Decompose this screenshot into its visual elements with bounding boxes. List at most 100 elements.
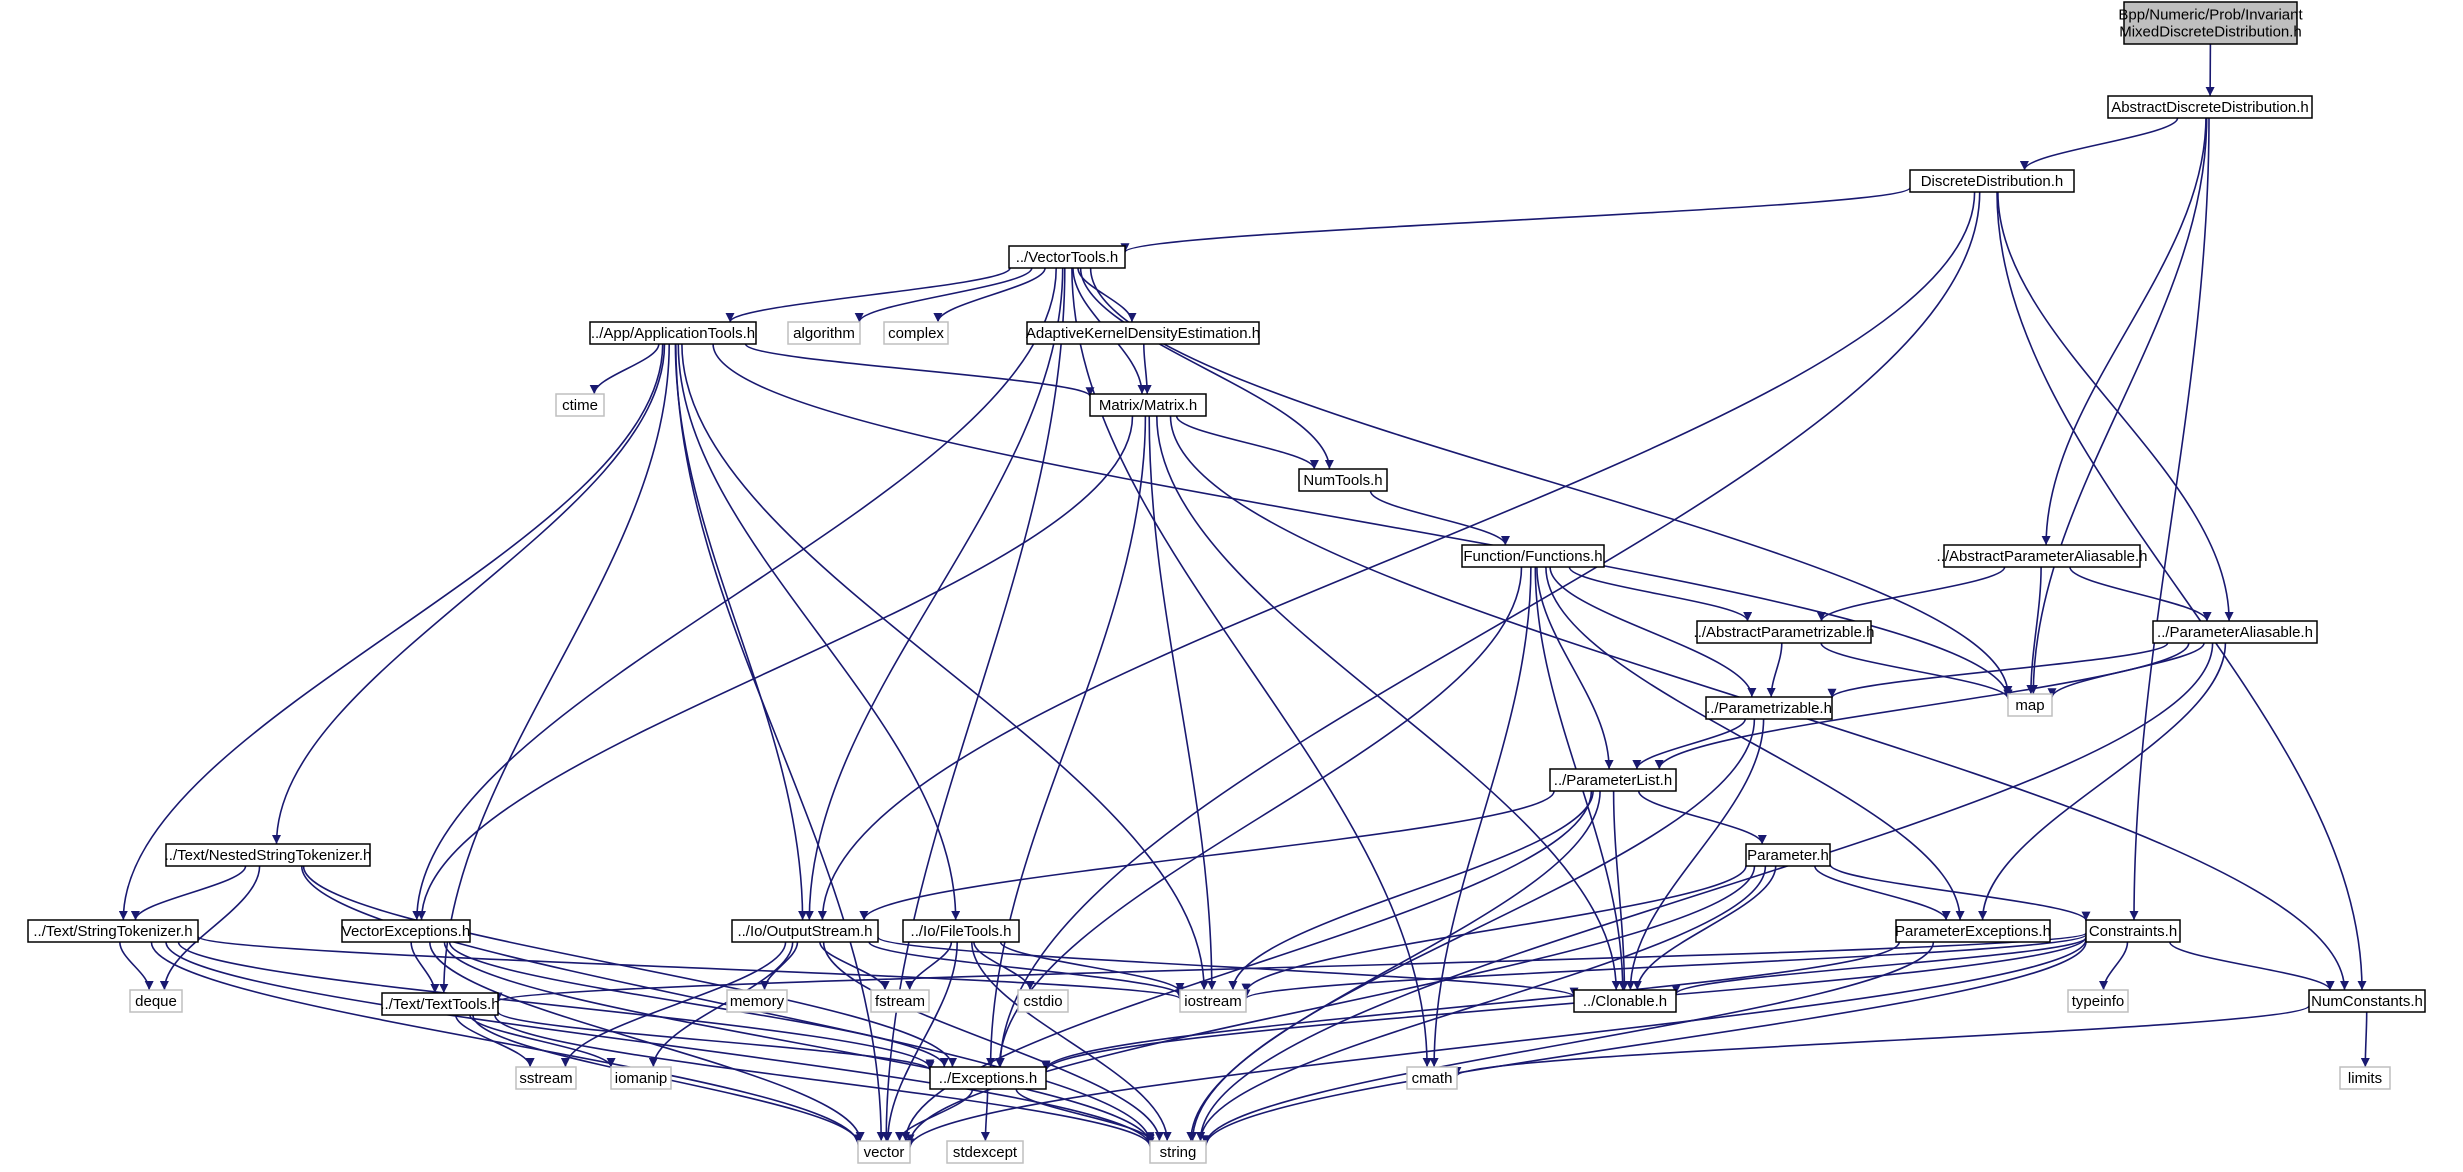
node-label-map: map xyxy=(2015,697,2044,714)
edge-ParameterExceptions-to-Exceptions xyxy=(1041,941,1901,1070)
node-box-FileTools[interactable] xyxy=(902,919,1020,943)
node-Matrix[interactable]: Matrix/Matrix.h xyxy=(1089,393,1207,417)
node-box-Matrix[interactable] xyxy=(1089,393,1207,417)
node-box-ApplicationTools[interactable] xyxy=(589,321,757,345)
edge-VectorTools-to-NumTools xyxy=(1079,267,1334,470)
edge-Constraints-to-string xyxy=(1201,941,2087,1146)
node-complex: complex xyxy=(883,321,949,345)
edge-AbstractDiscreteDistribution-to-map xyxy=(2028,117,2208,695)
node-label-cmath: cmath xyxy=(1412,1070,1453,1087)
node-box-VectorTools[interactable] xyxy=(1008,245,1126,269)
node-box-AbstractParametrizable[interactable] xyxy=(1696,620,1872,644)
edge-StringTokenizer-to-Exceptions xyxy=(177,941,935,1069)
node-VectorExceptions[interactable]: VectorExceptions.h xyxy=(341,919,471,943)
node-box-algorithm xyxy=(787,321,861,345)
node-box-ParameterAliasable[interactable] xyxy=(2152,620,2318,644)
edge-Parameter-to-Constraints xyxy=(1829,863,2091,922)
edge-AbstractDiscreteDistribution-to-AbstractParameterAliasable xyxy=(2041,117,2207,546)
edge-Functions-to-ParameterList xyxy=(1536,566,1614,770)
edge-ApplicationTools-to-ctime xyxy=(589,343,660,395)
node-DiscreteDistribution[interactable]: DiscreteDistribution.h xyxy=(1909,169,2075,193)
node-NestedStringTokenizer[interactable]: ../Text/NestedStringTokenizer.h xyxy=(165,843,372,867)
node-label-NumTools: NumTools.h xyxy=(1303,472,1382,489)
node-box-Clonable[interactable] xyxy=(1573,989,1677,1013)
node-limits: limits xyxy=(2339,1066,2391,1090)
edge-OutputStream-to-Clonable xyxy=(877,936,1579,998)
edge-FileTools-to-cstdio xyxy=(973,941,1035,991)
node-VectorTools[interactable]: ../VectorTools.h xyxy=(1008,245,1126,269)
node-box-Constraints[interactable] xyxy=(2085,919,2181,943)
node-AdaptiveKernel[interactable]: AdaptiveKernelDensityEstimation.h xyxy=(1026,321,1260,345)
node-Functions[interactable]: Function/Functions.h xyxy=(1461,544,1605,568)
node-box-StringTokenizer[interactable] xyxy=(27,919,199,943)
node-NumTools[interactable]: NumTools.h xyxy=(1298,468,1388,492)
node-iostream: iostream xyxy=(1179,989,1247,1013)
node-Constraints[interactable]: Constraints.h xyxy=(2085,919,2181,943)
node-label-NumConstants: NumConstants.h xyxy=(2311,993,2423,1010)
edge-ParameterList-to-iostream xyxy=(1228,790,1594,991)
edge-DiscreteDistribution-to-OutputStream xyxy=(817,191,1976,921)
node-box-deque xyxy=(129,989,183,1013)
node-box-root[interactable] xyxy=(2123,1,2298,45)
node-box-OutputStream[interactable] xyxy=(731,919,879,943)
edge-VectorTools-to-algorithm xyxy=(854,267,1033,323)
edge-ParameterList-to-string xyxy=(1186,790,1601,1142)
node-ParameterList[interactable]: ../ParameterList.h xyxy=(1549,768,1677,792)
node-NumConstants[interactable]: NumConstants.h xyxy=(2308,989,2426,1013)
node-ParameterAliasable[interactable]: ../ParameterAliasable.h xyxy=(2152,620,2318,644)
node-label-ParameterList: ../ParameterList.h xyxy=(1554,772,1672,789)
node-box-NumTools[interactable] xyxy=(1298,468,1388,492)
node-box-Functions[interactable] xyxy=(1461,544,1605,568)
edge-VectorExceptions-to-vector xyxy=(429,941,865,1142)
node-box-NumConstants[interactable] xyxy=(2308,989,2426,1013)
node-label-iostream: iostream xyxy=(1184,993,1242,1010)
node-string: string xyxy=(1149,1140,1207,1164)
edge-Exceptions-to-string xyxy=(1015,1088,1155,1142)
node-Parametrizable[interactable]: ../Parametrizable.h xyxy=(1705,696,1833,720)
edge-VectorTools-to-ApplicationTools xyxy=(725,267,1011,323)
node-box-DiscreteDistribution[interactable] xyxy=(1909,169,2075,193)
node-box-sstream xyxy=(515,1066,577,1090)
node-ParameterExceptions[interactable]: ParameterExceptions.h xyxy=(1895,919,2051,943)
node-Parameter[interactable]: Parameter.h xyxy=(1745,843,1831,867)
node-StringTokenizer[interactable]: ../Text/StringTokenizer.h xyxy=(27,919,199,943)
edge-OutputStream-to-iomanip xyxy=(648,941,794,1068)
node-AbstractParameterAliasable[interactable]: ../AbstractParameterAliasable.h xyxy=(1937,544,2148,568)
node-vector: vector xyxy=(857,1140,911,1164)
edge-Constraints-to-iostream xyxy=(1241,933,2087,1000)
node-box-Parametrizable[interactable] xyxy=(1705,696,1833,720)
edge-TextTools-to-string xyxy=(494,1014,1155,1147)
edge-Functions-to-ParameterExceptions xyxy=(1545,566,1965,921)
node-ctime: ctime xyxy=(555,393,605,417)
node-Clonable[interactable]: ../Clonable.h xyxy=(1573,989,1677,1013)
node-box-NestedStringTokenizer[interactable] xyxy=(165,843,371,867)
node-AbstractDiscreteDistribution[interactable]: AbstractDiscreteDistribution.h xyxy=(2107,95,2313,119)
edge-Parameter-to-iostream xyxy=(1241,865,1747,993)
node-box-Exceptions[interactable] xyxy=(929,1066,1047,1090)
edge-ApplicationTools-to-StringTokenizer xyxy=(118,343,664,921)
node-box-Parameter[interactable] xyxy=(1745,843,1831,867)
node-label-ctime: ctime xyxy=(562,397,598,414)
node-box-ParameterExceptions[interactable] xyxy=(1895,919,2051,943)
node-label-typeinfo: typeinfo xyxy=(2072,993,2125,1010)
edge-Parameter-to-vector xyxy=(905,865,1756,1144)
node-ApplicationTools[interactable]: ../App/ApplicationTools.h xyxy=(589,321,757,345)
edge-Matrix-to-Clonable xyxy=(1156,415,1621,991)
edge-ParameterAliasable-to-Parametrizable xyxy=(1827,642,2169,699)
node-box-VectorExceptions[interactable] xyxy=(341,919,471,943)
node-root[interactable]: Bpp/Numeric/Prob/InvariantMixedDiscreteD… xyxy=(2118,1,2303,45)
node-OutputStream[interactable]: ../Io/OutputStream.h xyxy=(731,919,879,943)
node-box-ParameterList[interactable] xyxy=(1549,768,1677,792)
node-FileTools[interactable]: ../Io/FileTools.h xyxy=(902,919,1020,943)
node-box-TextTools[interactable] xyxy=(381,992,499,1016)
node-AbstractParametrizable[interactable]: ../AbstractParametrizable.h xyxy=(1694,620,1875,644)
node-label-vector: vector xyxy=(864,1144,905,1161)
node-TextTools[interactable]: ../Text/TextTools.h xyxy=(380,992,500,1016)
edge-Matrix-to-iostream xyxy=(1148,415,1217,991)
node-box-AbstractDiscreteDistribution[interactable] xyxy=(2107,95,2313,119)
node-box-cmath xyxy=(1406,1066,1458,1090)
node-box-AdaptiveKernel[interactable] xyxy=(1026,321,1260,345)
node-Exceptions[interactable]: ../Exceptions.h xyxy=(929,1066,1047,1090)
edge-DiscreteDistribution-to-Exceptions xyxy=(995,191,1981,1068)
node-box-AbstractParameterAliasable[interactable] xyxy=(1943,544,2141,568)
